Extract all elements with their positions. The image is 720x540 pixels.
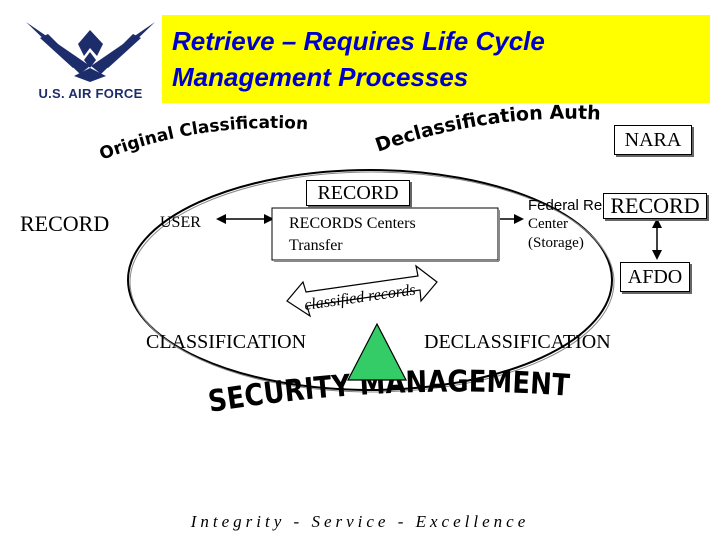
lifecycle-triangle-icon bbox=[347, 322, 407, 381]
records-centers-label: RECORDS Centers bbox=[289, 215, 416, 232]
declassification-label: DECLASSIFICATION bbox=[424, 331, 611, 353]
record-right-label: RECORD bbox=[603, 193, 707, 219]
federal-records-center-label-2: Center bbox=[528, 216, 568, 232]
title-line-2: Management Processes bbox=[172, 62, 469, 92]
original-classification-authority-label: Original Classification Authority bbox=[0, 0, 315, 165]
user-label: USER bbox=[160, 214, 201, 231]
nara-label: NARA bbox=[614, 125, 692, 155]
footer-motto: Integrity - Service - Excellence bbox=[190, 512, 530, 531]
classified-records-arrow bbox=[286, 264, 438, 318]
classification-label: CLASSIFICATION bbox=[146, 331, 307, 353]
federal-records-center-label: Federal Re bbox=[528, 197, 603, 214]
records-centers-transfer-label: Transfer bbox=[289, 237, 343, 254]
record-top-label: RECORD bbox=[306, 180, 410, 206]
federal-records-center-label-3: (Storage) bbox=[528, 235, 584, 251]
slide-title: Retrieve – Requires Life Cycle Managemen… bbox=[162, 15, 710, 103]
afdo-label: AFDO bbox=[620, 262, 690, 292]
title-line-1: Retrieve – Requires Life Cycle bbox=[172, 26, 545, 56]
air-force-logo-icon bbox=[26, 22, 155, 82]
logo-wordmark: U.S. AIR FORCE bbox=[38, 86, 143, 101]
records-centers-frame bbox=[271, 207, 499, 261]
record-left-label: RECORD bbox=[20, 211, 110, 236]
